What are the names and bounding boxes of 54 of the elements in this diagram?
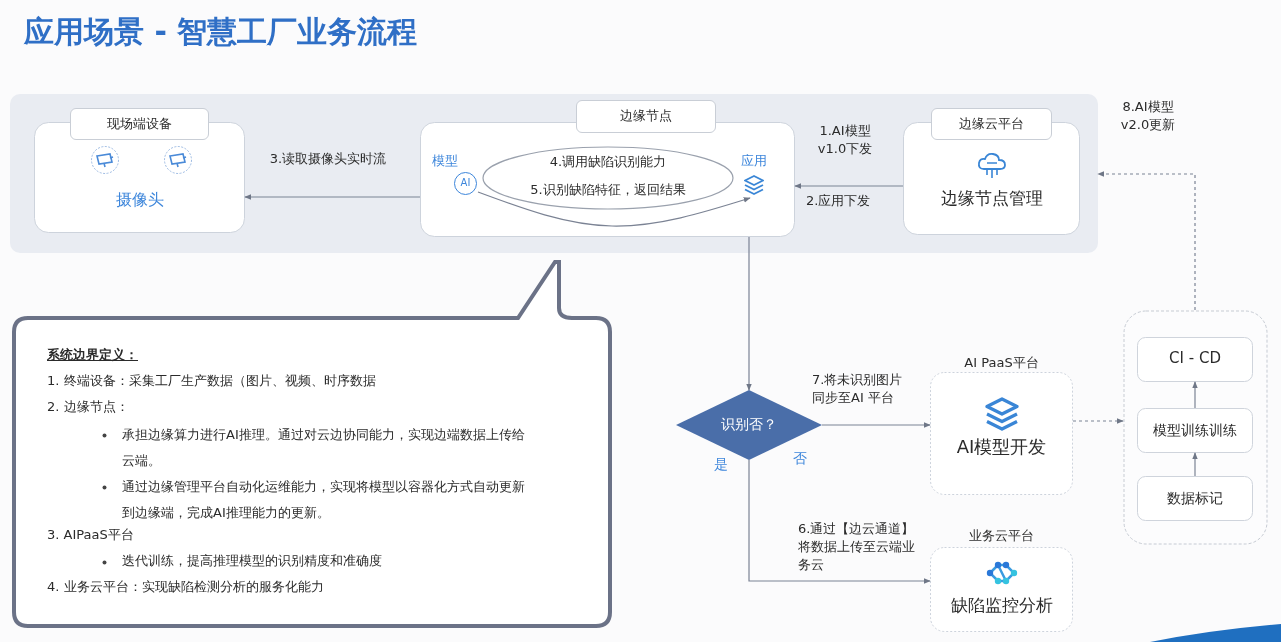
note-heading: 系统边界定义： (47, 346, 139, 364)
process-ellipse (482, 146, 734, 210)
arrow (1192, 452, 1198, 477)
arrow (748, 459, 931, 584)
card-label: 缺陷监控分析 (949, 594, 1054, 617)
card-title: 业务云平台 (968, 527, 1035, 545)
node-label: CI - CD (1168, 348, 1222, 369)
card-label: 摄像头 (114, 189, 165, 211)
page-title: 应用场景 - 智慧工厂业务流程 (24, 13, 418, 51)
card-title-tab: 现场端设备 (70, 108, 209, 140)
step-note: 2.应用下发 (806, 192, 871, 210)
callout-bubble (12, 258, 612, 630)
dashed-arrow (1072, 418, 1124, 424)
step-box (1137, 337, 1253, 382)
node-label: 模型训练训练 (1152, 421, 1238, 440)
arrow (821, 422, 931, 428)
edge-cloud-card (903, 108, 1080, 235)
arrow (244, 194, 421, 200)
edge-label: 8.AI模型 v2.0更新 (1119, 98, 1177, 135)
note-item: 4. 业务云平台：实现缺陷检测分析的服务化能力 (47, 578, 325, 596)
arrow (746, 236, 752, 391)
node-label: 5.识别缺陷特征，返回结果 (529, 181, 687, 199)
arrow (477, 191, 751, 227)
note-item: 迭代训练，提高推理模型的识别精度和准确度 (122, 552, 383, 570)
branch-label: 是 (714, 456, 728, 474)
node-label: 识别否？ (720, 415, 778, 434)
edge-layer-panel (10, 94, 1098, 253)
node-label: 4.调用缺陷识别能力 (548, 153, 668, 171)
edge-label: 6.通过【边云通道】将数据上传至云端业务云 (798, 520, 916, 575)
node-label: 数据标记 (1166, 489, 1224, 508)
arrow (794, 183, 904, 189)
device-card (34, 108, 245, 233)
item-label: 模型 (432, 152, 459, 170)
item-label: 应用 (740, 152, 768, 170)
card-title-tab: 边缘节点 (576, 100, 716, 133)
card-label: 边缘节点管理 (939, 187, 1044, 210)
note-item: 1. 终端设备：采集工厂生产数据（图片、视频、时序数据 (47, 372, 377, 390)
edge-label: 3.读取摄像头实时流 (268, 150, 388, 168)
edge-node-card (420, 100, 795, 237)
note-item: 3. AIPaaS平台 (47, 526, 135, 544)
card-title: AI PaaS平台 (963, 354, 1040, 372)
step-box (1137, 476, 1253, 521)
pipeline-panel (1123, 310, 1268, 545)
arrow (1192, 381, 1198, 409)
step-box (1137, 408, 1253, 453)
branch-label: 否 (793, 450, 807, 468)
note-item: 承担边缘算力进行AI推理。通过对云边协同能力，实现边端数据上传给云端。 (122, 426, 526, 470)
card-label: AI模型开发 (955, 435, 1048, 459)
note-item: 2. 边缘节点： (47, 398, 130, 416)
card-title-tab: 边缘云平台 (931, 108, 1052, 140)
edge-label: 7.将未识别图片同步至AI 平台 (812, 371, 904, 408)
dashed-arrow (1097, 171, 1196, 311)
note-item: 通过边缘管理平台自动化运维能力，实现将模型以容器化方式自动更新到边缘端，完成AI推理能力的更新。 (122, 478, 526, 522)
edge-label: 1.AI模型 v1.0下发 (816, 122, 874, 159)
